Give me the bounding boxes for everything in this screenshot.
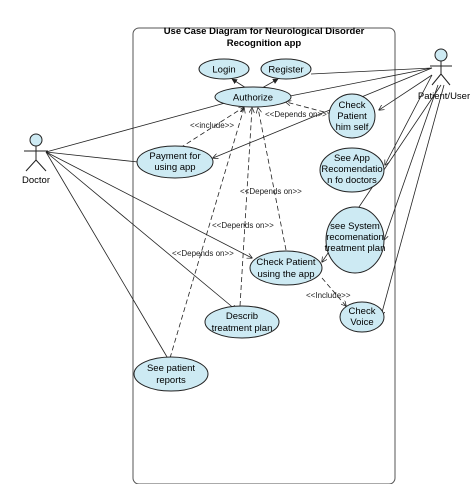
describe-label-2: treatment plan	[212, 323, 273, 334]
use-case-see-reports: See patient reports	[133, 356, 209, 392]
himself-label-1: Check	[339, 100, 366, 111]
include-payment-label: <<include>>	[190, 121, 234, 130]
use-case-describe-plan: Describ treatment plan	[204, 305, 280, 339]
doctor-describe-line	[45, 151, 236, 310]
check-depends-authorize	[258, 108, 287, 251]
login-label: Login	[212, 65, 235, 76]
doctor-authorize-line	[45, 100, 236, 153]
use-case-check-himself: Check Patient him self	[328, 93, 376, 139]
patient-himself-line	[379, 74, 433, 110]
reports-depends-authorize	[169, 108, 244, 359]
check-patient-label-2: using the app	[257, 269, 314, 280]
himself-label-3: him self	[336, 122, 369, 133]
patient-recommendation-line	[385, 74, 433, 165]
payment-label-2: using app	[154, 162, 195, 173]
authorize-label: Authorize	[233, 93, 273, 104]
patient-authorize-line	[289, 67, 433, 97]
depends-2-label: <<Depends on>>	[212, 221, 274, 230]
treatment-label-1: see System	[330, 221, 380, 232]
use-case-check-voice: Check Voice	[339, 301, 385, 333]
authorize-login-arrow	[231, 78, 247, 89]
doctor-payment-line	[45, 151, 139, 163]
describe-depends-authorize	[239, 108, 252, 307]
use-case-check-patient: Check Patient using the app	[249, 250, 323, 286]
patient-voice-line	[381, 84, 445, 316]
use-case-payment: Payment for using app	[136, 145, 214, 179]
use-case-login: Login	[198, 58, 250, 80]
use-case-treatment-plan: see System recomenation treatment plan	[325, 206, 386, 274]
include-voice-label: <<Include>>	[306, 291, 351, 300]
use-case-authorize: Authorize	[214, 86, 292, 108]
doctor-check-patient-line	[45, 151, 252, 258]
voice-label-1: Check	[349, 306, 376, 317]
patient-treatment-line	[384, 84, 439, 240]
voice-label-2: Voice	[350, 317, 373, 328]
doctor-label: Doctor	[22, 175, 50, 186]
patient-register-line	[310, 67, 433, 75]
treatment-label-2: recomenation	[326, 232, 384, 243]
check-patient-label-1: Check Patient	[256, 257, 316, 268]
depends-1-label: <<Depends on>>	[240, 187, 302, 196]
payment-label-1: Payment for	[149, 151, 200, 162]
recommendation-label-1: See App	[334, 153, 370, 164]
himself-label-2: Patient	[337, 111, 367, 122]
recommendation-label-2: Recomendatio	[321, 164, 382, 175]
use-case-app-recommendation: See App Recomendatio n fo doctors	[319, 147, 385, 193]
depends-himself-label: <<Depends on>>	[265, 110, 327, 119]
describe-label-1: Describ	[226, 311, 258, 322]
use-case-register: Register	[260, 58, 312, 80]
reports-label-2: reports	[156, 375, 186, 386]
depends-3-label: <<Depends on>>	[172, 249, 234, 258]
payment-include-authorize	[179, 107, 244, 149]
reports-label-1: See patient	[147, 363, 195, 374]
system-title-line1: Use Case Diagram for Neurological Disord…	[164, 26, 365, 37]
check-voice-include	[321, 277, 346, 306]
doctor-actor: Doctor	[22, 133, 50, 186]
patient-label: Patient/User	[418, 91, 470, 102]
patient-actor: Patient/User	[418, 48, 470, 102]
system-title-line2: Recognition app	[227, 38, 302, 49]
doctor-reports-line	[45, 151, 170, 362]
treatment-label-3: treatment plan	[325, 243, 386, 254]
register-label: Register	[268, 65, 303, 76]
authorize-register-arrow	[261, 78, 279, 89]
recommendation-label-3: n fo doctors	[327, 175, 377, 186]
